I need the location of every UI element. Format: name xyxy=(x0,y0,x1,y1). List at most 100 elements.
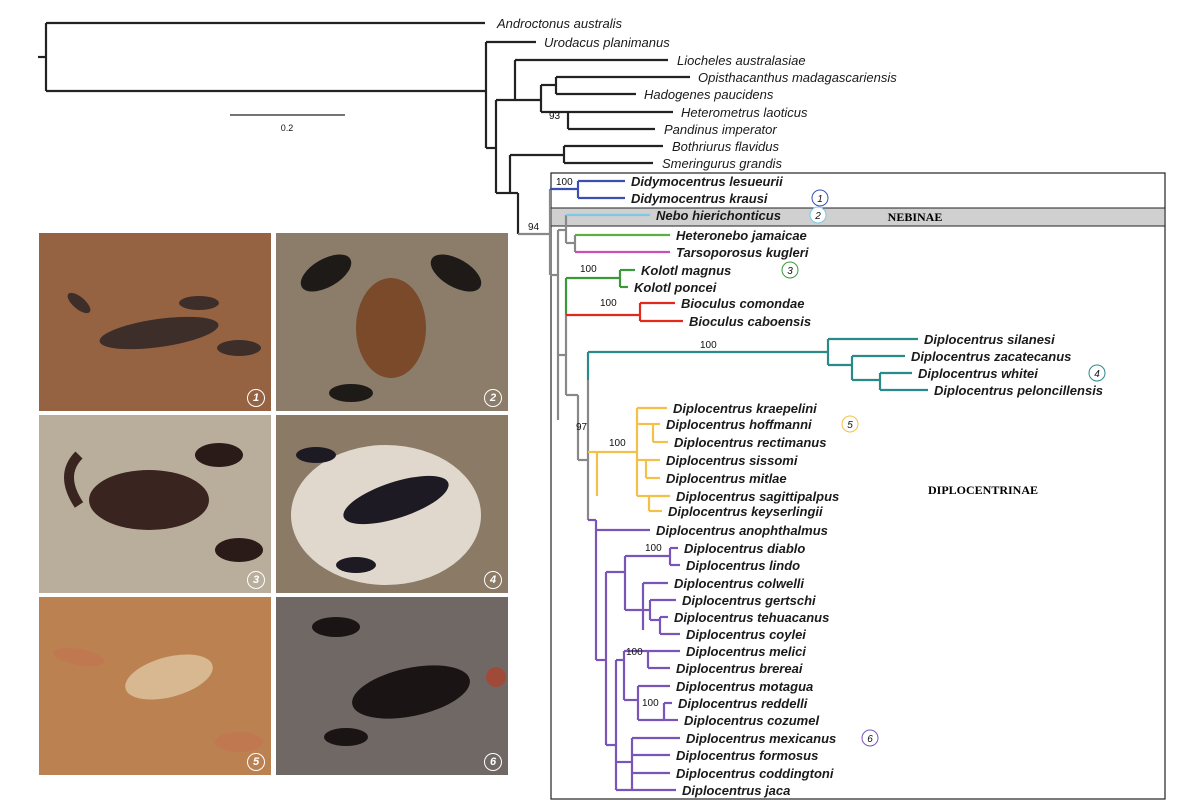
taxon-label: Pandinus imperator xyxy=(664,122,777,137)
support-value: 100 xyxy=(600,298,617,309)
scorpion-photo-illustration xyxy=(39,597,271,775)
taxon-label: Diplocentrus zacatecanus xyxy=(911,349,1071,364)
photo-4: 4 xyxy=(276,415,508,593)
photo-marker xyxy=(1088,364,1106,382)
didymocentrus-branches xyxy=(550,179,625,200)
ingroup-frame xyxy=(550,172,1166,800)
taxon-label: Opisthacanthus madagascariensis xyxy=(698,70,897,85)
support-value: 100 xyxy=(556,177,573,188)
taxon-label: Androctonus australis xyxy=(496,16,623,31)
outgroup-labels: Androctonus australis Urodacus planimanu… xyxy=(496,16,897,171)
outgroup-branches xyxy=(38,21,690,234)
photo-marker-number: 3 xyxy=(787,266,793,277)
taxon-label: Didymocentrus krausi xyxy=(631,191,768,206)
backbone-branches xyxy=(518,189,590,520)
taxon-label: Diplocentrus tehuacanus xyxy=(674,610,829,625)
taxon-label: Diplocentrus mitlae xyxy=(666,471,787,486)
taxon-label: Diplocentrus reddelli xyxy=(678,696,808,711)
photo-number-badge: 5 xyxy=(247,753,265,771)
photo-number-badge: 3 xyxy=(247,571,265,589)
taxon-label: Heterometrus laoticus xyxy=(681,105,808,120)
taxon-label: Diplocentrus cozumel xyxy=(684,713,819,728)
taxon-label: Diplocentrus keyserlingii xyxy=(668,504,823,519)
support-value: 93 xyxy=(549,111,561,122)
photo-2: 2 xyxy=(276,233,508,411)
taxon-label: Diplocentrus anophthalmus xyxy=(656,523,828,538)
taxon-label: Urodacus planimanus xyxy=(544,35,670,50)
photo-number-badge: 1 xyxy=(247,389,265,407)
support-value: 100 xyxy=(580,264,597,275)
taxon-label: Diplocentrus silanesi xyxy=(924,332,1055,347)
taxon-label: Diplocentrus colwelli xyxy=(674,576,804,591)
taxon-label: Diplocentrus peloncillensis xyxy=(934,383,1103,398)
photo-marker-number: 1 xyxy=(817,194,823,205)
taxon-label: Diplocentrus gertschi xyxy=(682,593,816,608)
taxon-label: Bioculus comondae xyxy=(681,296,805,311)
kraepelini-clade-branches xyxy=(588,406,670,513)
taxon-label: Diplocentrus sagittipalpus xyxy=(676,489,839,504)
bioculus-branches xyxy=(566,301,683,323)
taxon-label: Kolotl magnus xyxy=(641,263,731,278)
taxon-label: Didymocentrus lesueurii xyxy=(631,174,783,189)
ingroup-labels: Didymocentrus lesueurii Didymocentrus kr… xyxy=(631,174,1103,798)
support-value: 100 xyxy=(609,438,626,449)
taxon-label: Diplocentrus mexicanus xyxy=(686,731,836,746)
photo-number-badge: 6 xyxy=(484,753,502,771)
support-value: 97 xyxy=(576,422,588,433)
scorpion-photo-illustration xyxy=(276,597,508,775)
subfamily-label-diplocentrinae: DIPLOCENTRINAE xyxy=(928,483,1038,497)
photo-marker-number: 4 xyxy=(1094,369,1100,380)
taxon-label: Liocheles australasiae xyxy=(677,53,806,68)
scorpion-photo-illustration xyxy=(276,415,508,593)
support-value: 100 xyxy=(626,647,643,658)
taxon-label: Nebo hierichonticus xyxy=(656,208,781,223)
silanesi-clade-branches xyxy=(586,337,928,392)
subfamily-label-nebinae: NEBINAE xyxy=(888,210,943,224)
taxon-label: Kolotl poncei xyxy=(634,280,717,295)
photo-marker xyxy=(809,206,827,224)
photo-number-badge: 2 xyxy=(484,389,502,407)
photo-marker xyxy=(861,729,879,747)
kolotl-branches xyxy=(564,268,635,315)
taxon-label: Bothriurus flavidus xyxy=(672,139,779,154)
tree-photo-markers: 1 2 3 4 5 6 xyxy=(781,189,1106,747)
photo-marker xyxy=(841,415,859,433)
photo-marker-number: 5 xyxy=(847,420,853,431)
taxon-label: Diplocentrus brereai xyxy=(676,661,803,676)
taxon-label: Smeringurus grandis xyxy=(662,156,782,171)
photo-3: 3 xyxy=(39,415,271,593)
photo-6: 6 xyxy=(276,597,508,775)
taxon-label: Heteronebo jamaicae xyxy=(676,228,807,243)
support-value: 100 xyxy=(645,543,662,554)
support-value: 100 xyxy=(642,698,659,709)
photo-grid: 1 2 3 4 xyxy=(39,233,509,776)
scorpion-photo-illustration xyxy=(39,233,271,411)
taxon-label: Diplocentrus diablo xyxy=(684,541,805,556)
scale-bar-label: 0.2 xyxy=(281,123,294,133)
taxon-label: Diplocentrus whitei xyxy=(918,366,1038,381)
taxon-label: Diplocentrus hoffmanni xyxy=(666,417,812,432)
taxon-label: Diplocentrus sissomi xyxy=(666,453,798,468)
photo-marker xyxy=(781,261,799,279)
scorpion-photo-illustration xyxy=(276,233,508,411)
taxon-label: Diplocentrus melici xyxy=(686,644,806,659)
photo-1: 1 xyxy=(39,233,271,411)
photo-marker-number: 6 xyxy=(867,734,873,745)
support-value: 100 xyxy=(700,340,717,351)
taxon-label: Diplocentrus kraepelini xyxy=(673,401,817,416)
photo-number-badge: 4 xyxy=(484,571,502,589)
photo-marker xyxy=(811,189,829,207)
support-value: 94 xyxy=(528,222,540,233)
taxon-label: Diplocentrus motagua xyxy=(676,679,813,694)
taxon-label: Bioculus caboensis xyxy=(689,314,811,329)
scorpion-photo-illustration xyxy=(39,415,271,593)
photo-marker-number: 2 xyxy=(814,211,821,222)
taxon-label: Tarsoporosus kugleri xyxy=(676,245,809,260)
taxon-label: Diplocentrus rectimanus xyxy=(674,435,826,450)
taxon-label: Diplocentrus lindo xyxy=(686,558,800,573)
taxon-label: Hadogenes paucidens xyxy=(644,87,774,102)
taxon-label: Diplocentrus formosus xyxy=(676,748,818,763)
taxon-label: Diplocentrus jaca xyxy=(682,783,790,798)
taxon-label: Diplocentrus coylei xyxy=(686,627,806,642)
